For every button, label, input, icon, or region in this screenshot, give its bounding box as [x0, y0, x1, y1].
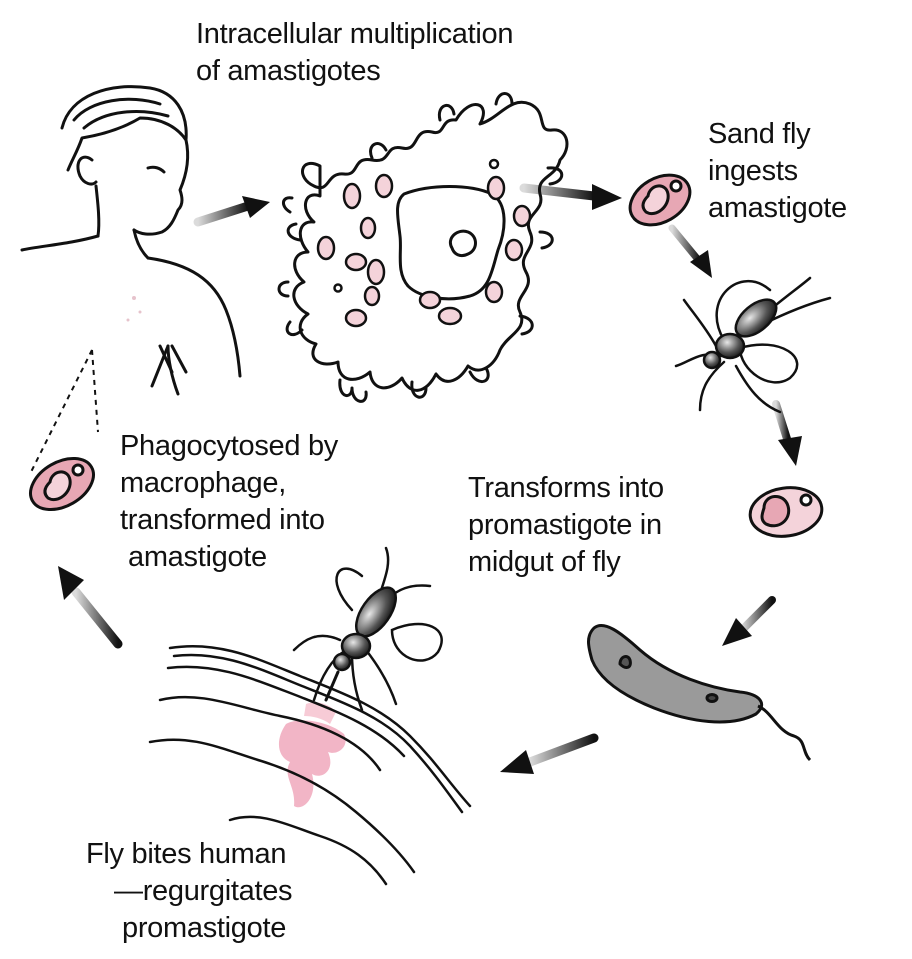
- label-line: macrophage,: [120, 465, 338, 502]
- skin-spots: [127, 296, 142, 322]
- transforming-amastigote: [747, 483, 825, 541]
- label-line: transformed into: [120, 502, 338, 539]
- label-line: midgut of fly: [468, 544, 664, 581]
- arrow-fly-to-midgut: [776, 404, 802, 466]
- sand-fly-top: [676, 278, 830, 412]
- label-fly-bites-human: Fly bites human —regurgitates promastigo…: [86, 836, 292, 947]
- label-transforms-promastigote: Transforms into promastigote in midgut o…: [468, 470, 664, 581]
- label-line: Transforms into: [468, 470, 664, 507]
- label-line: promastigote in: [468, 507, 664, 544]
- label-line: of amastigotes: [196, 53, 513, 90]
- label-line: promastigote: [86, 910, 292, 947]
- label-line: Fly bites human: [86, 836, 292, 873]
- arrow-to-human: [58, 566, 118, 644]
- phagocytosed-amastigote: [22, 350, 103, 520]
- label-sand-fly-ingests: Sand fly ingests amastigote: [708, 116, 847, 227]
- label-line: ingests: [708, 153, 847, 190]
- promastigote: [589, 625, 811, 760]
- label-line: Sand fly: [708, 116, 847, 153]
- human-figure: [22, 87, 240, 394]
- label-line: —regurgitates: [86, 873, 292, 910]
- label-intracellular-multiplication: Intracellular multiplication of amastigo…: [196, 16, 513, 90]
- label-line: Phagocytosed by: [120, 428, 338, 465]
- arrow-to-promastigote: [722, 600, 772, 646]
- arrow-to-bite: [500, 738, 594, 774]
- ingested-amastigote: [621, 165, 698, 235]
- label-phagocytosed: Phagocytosed by macrophage, transformed …: [120, 428, 338, 576]
- label-line: Intracellular multiplication: [196, 16, 513, 53]
- label-line: amastigote: [120, 539, 338, 576]
- arrow-to-macrophage: [198, 196, 270, 222]
- intracellular-amastigotes: [318, 160, 530, 326]
- label-line: amastigote: [708, 190, 847, 227]
- arrow-amastigote-to-fly: [672, 228, 712, 278]
